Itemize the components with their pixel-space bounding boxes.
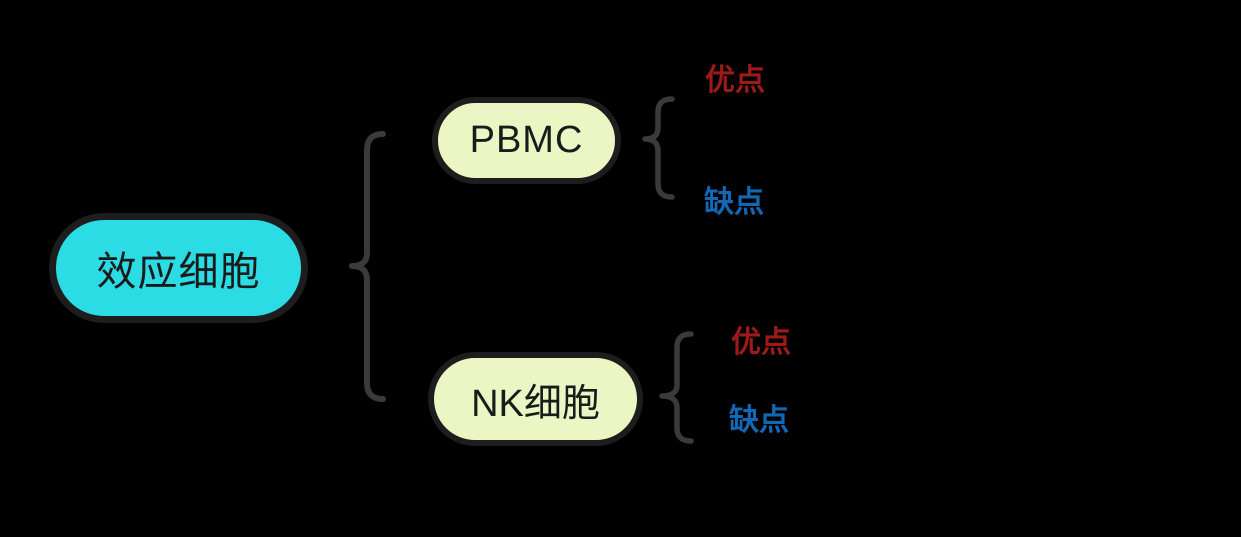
node-nk-advantages-label: 优点 [731,326,791,359]
node-pbmc[interactable]: PBMC [432,97,621,184]
node-nk-cells-label: NK细胞 [471,382,600,425]
node-pbmc-disadvantages[interactable]: 缺点 [704,186,764,219]
brace-pbmc-to-items [642,96,675,200]
node-nk-disadvantages-label: 缺点 [729,404,789,437]
node-nk-advantages[interactable]: 优点 [731,326,791,359]
node-effector-cells[interactable]: 效应细胞 [49,213,308,323]
node-pbmc-advantages[interactable]: 优点 [705,64,765,97]
node-pbmc-disadvantages-label: 缺点 [704,186,764,219]
node-nk-cells[interactable]: NK细胞 [428,352,643,446]
node-pbmc-advantages-label: 优点 [705,64,765,97]
node-effector-cells-label: 效应细胞 [96,250,261,294]
node-pbmc-label: PBMC [469,119,584,161]
brace-nk-to-items [659,331,694,444]
brace-root-to-branches [349,131,386,402]
node-nk-disadvantages[interactable]: 缺点 [729,404,789,437]
